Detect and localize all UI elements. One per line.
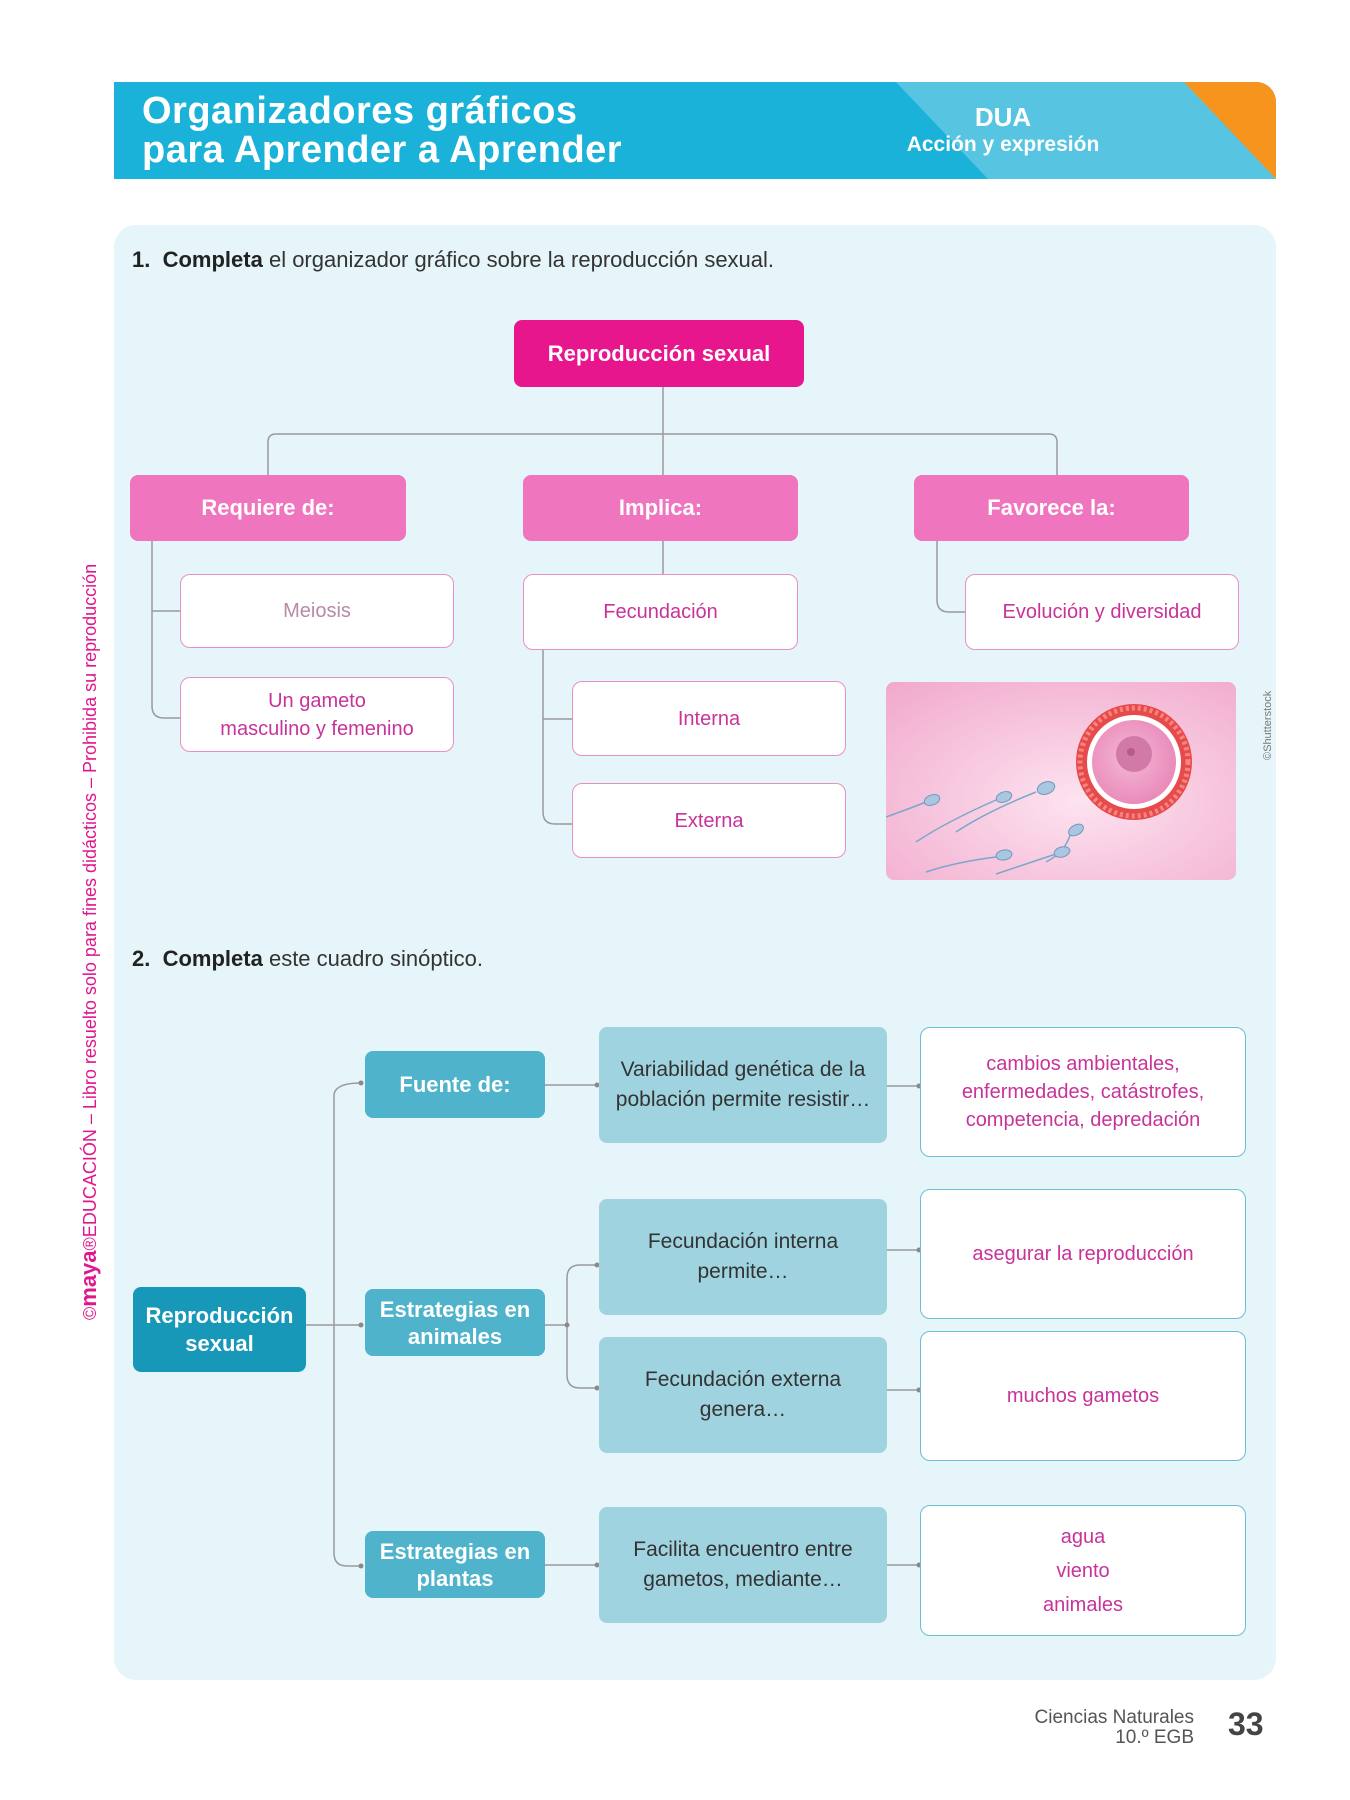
- answer-evolucion: Evolución y diversidad: [965, 574, 1239, 650]
- synoptic-root-line2: sexual: [185, 1330, 254, 1356]
- dua-badge: DUA Acción y expresión: [878, 102, 1128, 158]
- col2-title: Implica:: [523, 475, 798, 541]
- answer-cambios: cambios ambientales, enfermedades, catás…: [920, 1027, 1246, 1157]
- page-number: 33: [1228, 1706, 1264, 1742]
- answer-gametes-line2: masculino y femenino: [220, 717, 414, 740]
- branch-interna-desc: Fecundación interna permite…: [599, 1199, 887, 1315]
- answer-cambios-line3: competencia, depredación: [965, 1109, 1201, 1131]
- branch-animales-line1: Estrategias en: [379, 1296, 531, 1322]
- q1-bold: Completa: [162, 247, 263, 272]
- branch-fuente-desc-line1: Variabilidad genética de la: [620, 1058, 866, 1081]
- branch-plantas-line2: plantas: [416, 1565, 494, 1591]
- answer-fecundacion: Fecundación: [523, 574, 798, 650]
- synoptic-root: Reproducción sexual: [133, 1287, 306, 1372]
- branch-externa-desc-line2: genera…: [699, 1398, 787, 1421]
- answer-meiosis: Meiosis: [180, 574, 454, 648]
- branch-plantas-desc-line1: Facilita encuentro entre: [633, 1538, 853, 1561]
- branch-animales-line2: animales: [407, 1323, 503, 1349]
- question-2: 2. Completa este cuadro sinóptico.: [132, 946, 483, 972]
- branch-externa-desc-line1: Fecundación externa: [644, 1368, 842, 1391]
- branch-externa-desc: Fecundación externa genera…: [599, 1337, 887, 1453]
- branch-animales: Estrategias en animales: [365, 1289, 545, 1356]
- answer-viento: viento: [1056, 1559, 1110, 1582]
- grade-level: 10.º EGB: [1115, 1727, 1194, 1748]
- col3-title: Favorece la:: [914, 475, 1189, 541]
- answer-interna: Interna: [572, 681, 846, 756]
- q1-number: 1.: [132, 247, 151, 272]
- branch-fuente: Fuente de:: [365, 1051, 545, 1118]
- diagram1-root: Reproducción sexual: [514, 320, 804, 387]
- page-title-line1: Organizadores gráficos: [142, 90, 578, 132]
- branch-fuente-desc-line2: población permite resistir…: [615, 1088, 871, 1111]
- branch-interna-desc-line1: Fecundación interna: [647, 1230, 839, 1253]
- synoptic-root-line1: Reproducción: [145, 1302, 294, 1328]
- answer-gametes: Un gameto masculino y femenino: [180, 677, 454, 752]
- q2-bold: Completa: [162, 946, 263, 971]
- answer-cambios-line2: enfermedades, catástrofes,: [961, 1081, 1205, 1103]
- page-title-line2: para Aprender a Aprender: [142, 129, 623, 171]
- header-banner: Organizadores gráficos para Aprender a A…: [114, 82, 1276, 179]
- branch-plantas: Estrategias en plantas: [365, 1531, 545, 1598]
- answer-animales: animales: [1042, 1593, 1124, 1616]
- col1-title: Requiere de:: [130, 475, 406, 541]
- branch-fuente-desc: Variabilidad genética de la población pe…: [599, 1027, 887, 1143]
- q2-number: 2.: [132, 946, 151, 971]
- question-1: 1. Completa el organizador gráfico sobre…: [132, 247, 774, 273]
- subject-name: Ciencias Naturales: [1034, 1707, 1194, 1728]
- answer-agua: agua: [1060, 1525, 1106, 1548]
- answer-gametes-line1: Un gameto: [268, 689, 366, 712]
- dua-subtitle: Acción y expresión: [906, 133, 1100, 156]
- answer-asegurar: asegurar la reproducción: [920, 1189, 1246, 1319]
- answer-medios: agua viento animales: [920, 1505, 1246, 1636]
- branch-interna-desc-line2: permite…: [697, 1260, 789, 1283]
- footer-subject: Ciencias Naturales 10.º EGB: [1035, 1708, 1194, 1748]
- answer-gametos: muchos gametos: [920, 1331, 1246, 1461]
- q2-text: este cuadro sinóptico.: [262, 946, 483, 971]
- q1-text: el organizador gráfico sobre la reproduc…: [262, 247, 775, 272]
- branch-plantas-desc: Facilita encuentro entre gametos, median…: [599, 1507, 887, 1623]
- branch-plantas-line1: Estrategias en: [379, 1538, 531, 1564]
- answer-externa: Externa: [572, 783, 846, 858]
- answer-cambios-line1: cambios ambientales,: [986, 1053, 1180, 1075]
- banner-background: [114, 82, 1276, 179]
- branch-plantas-desc-line2: gametos, mediante…: [643, 1568, 843, 1591]
- dua-title: DUA: [974, 102, 1032, 132]
- fertilization-image: [886, 682, 1236, 880]
- page-title: Organizadores gráficos para Aprender a A…: [142, 92, 622, 170]
- image-credit: ©Shutterstock: [1262, 690, 1274, 760]
